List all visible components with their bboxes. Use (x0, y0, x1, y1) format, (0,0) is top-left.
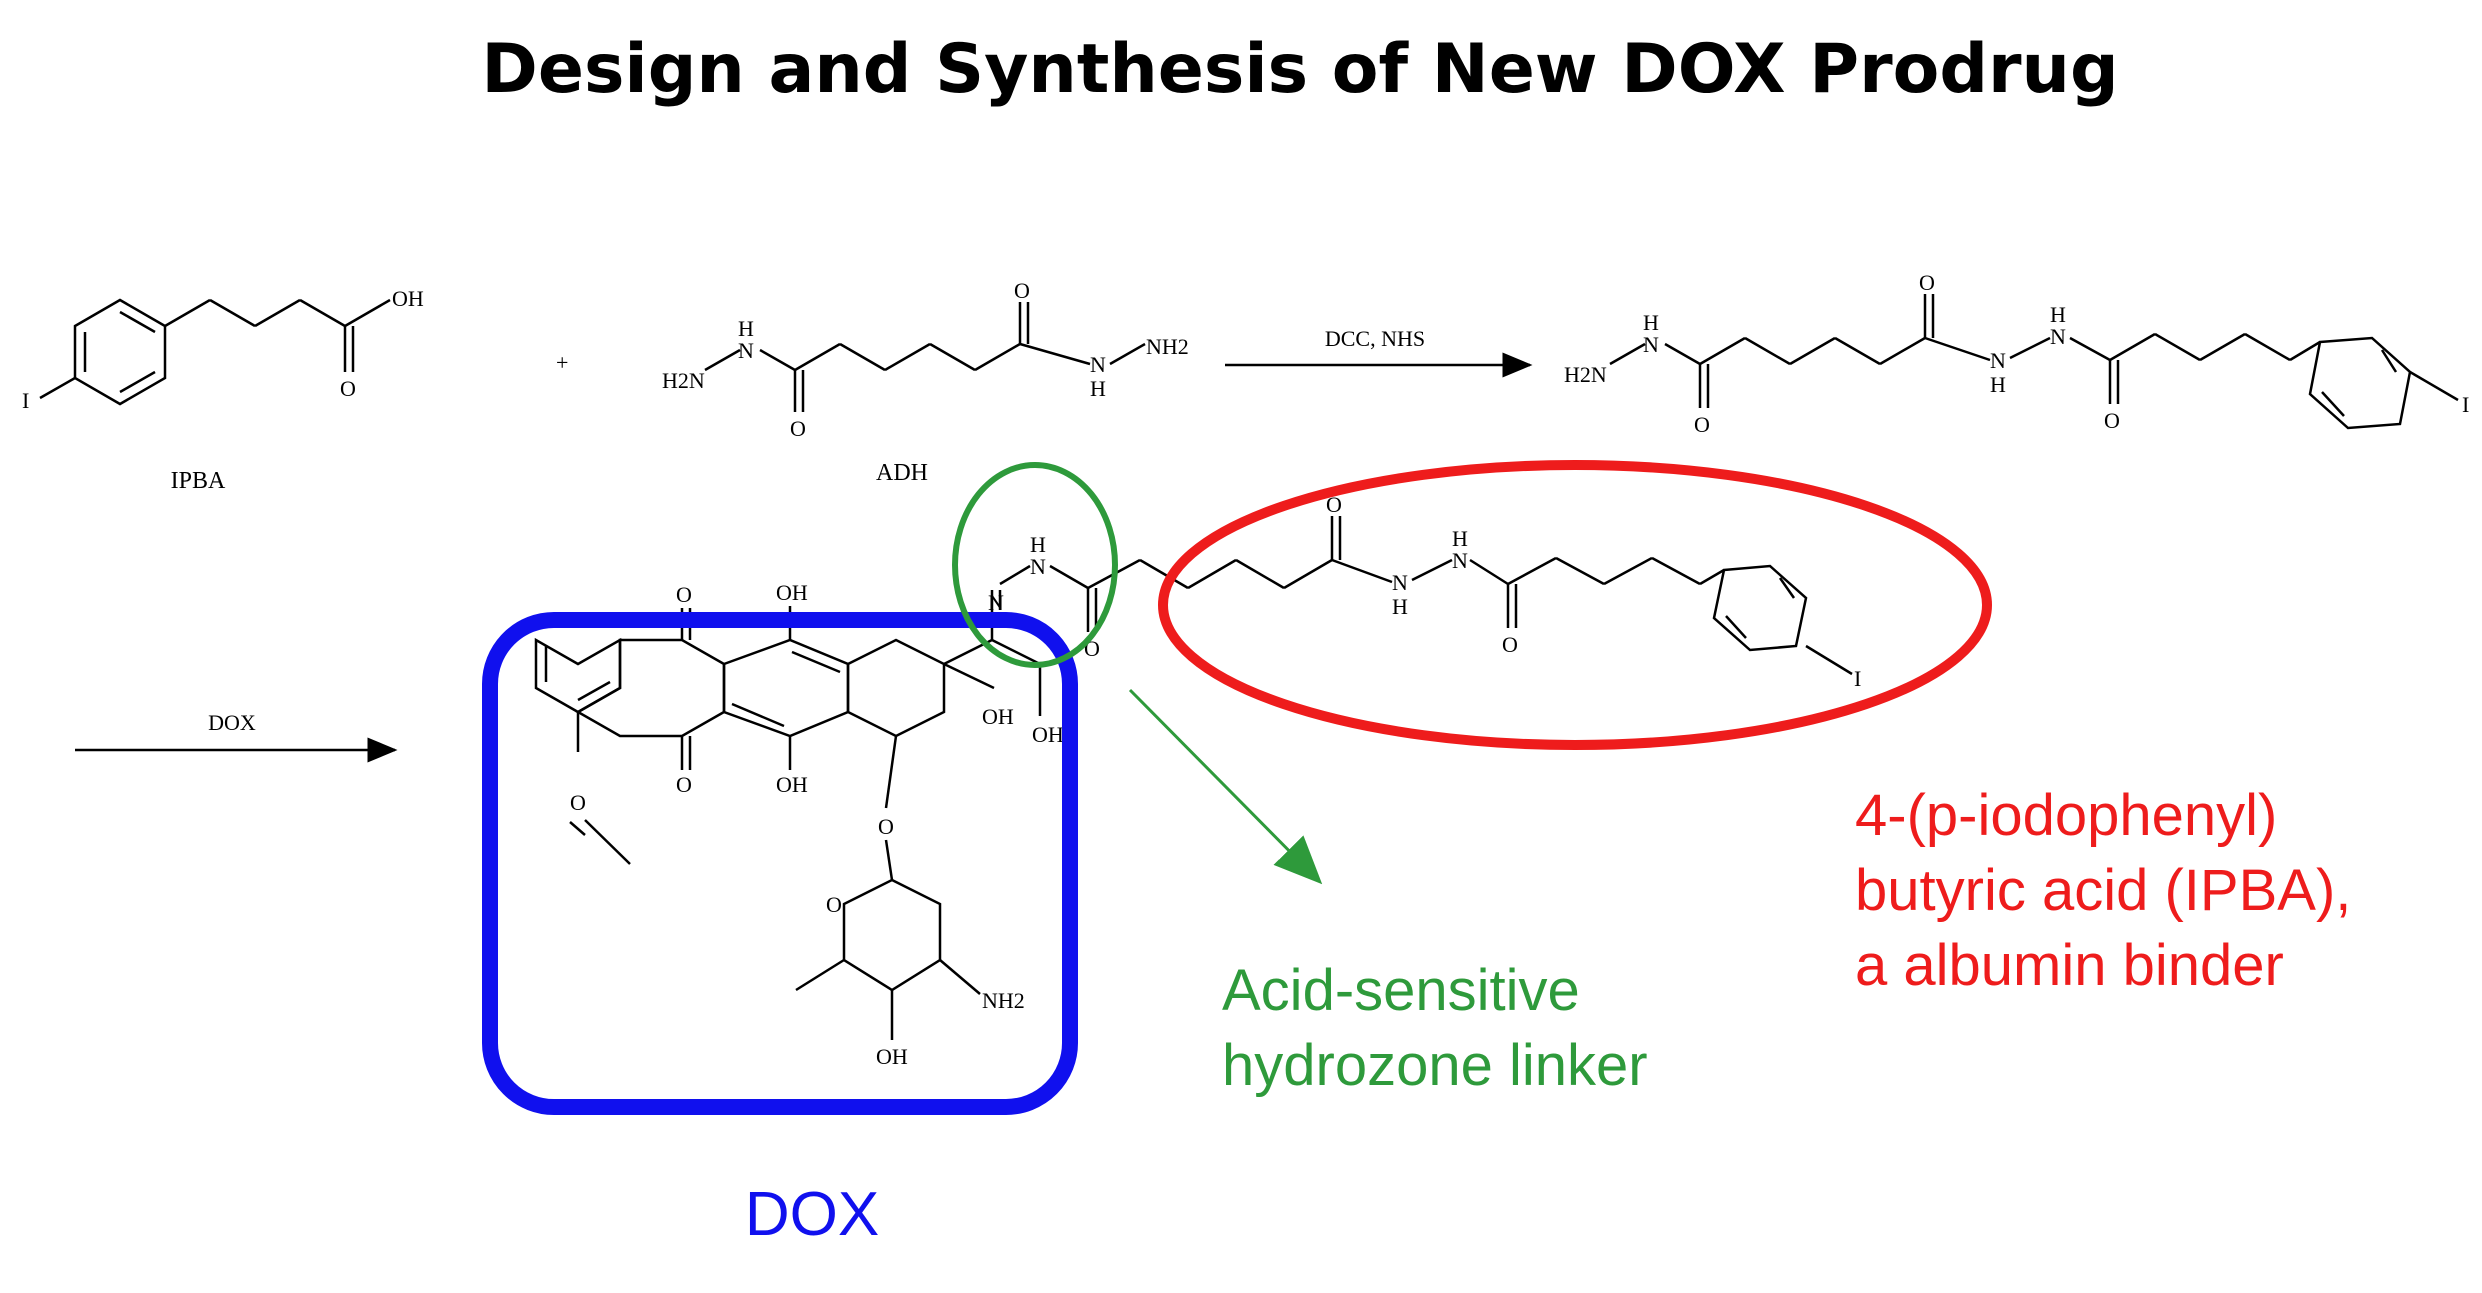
dox-nh2-label: NH2 (982, 988, 1025, 1013)
chain-h3-label: H (1392, 594, 1408, 619)
ipba-name-label: IPBA (171, 468, 226, 494)
chain-iodine-label: I (1854, 666, 1861, 691)
dox-oh-top-label: OH (776, 580, 808, 605)
link-n2-label: N (1030, 554, 1046, 579)
int-h2-label: H (1990, 372, 2006, 397)
adh-n2-label: N (1090, 352, 1106, 377)
link-n1-label: N (988, 590, 1004, 615)
int-iodine-label: I (2462, 392, 2469, 417)
binder-label-line1: 4-(p-iodophenyl) (1855, 783, 2277, 848)
adh-h2n-label: H2N (662, 368, 705, 393)
int-n1-label: N (1643, 332, 1659, 357)
dox-box-label: DOX (745, 1180, 879, 1249)
adh-structure (704, 302, 1146, 412)
adh-nh2-label: NH2 (1146, 334, 1189, 359)
int-h2n-label: H2N (1564, 362, 1607, 387)
binder-label-line3: a albumin binder (1855, 933, 2284, 998)
ipba-o-label: O (340, 376, 356, 401)
intermediate-structure (1609, 294, 2459, 430)
linker-label-line2: hydrozone linker (1222, 1033, 1648, 1098)
ipba-oh-label: OH (392, 286, 424, 311)
chain-o3-label: O (1502, 632, 1518, 657)
int-n2-label: N (1990, 348, 2006, 373)
chain-o2-label: O (1326, 492, 1342, 517)
dox-o-methoxy-label: O (570, 790, 586, 815)
adh-name-label: ADH (876, 460, 928, 486)
reagents-label-1: DCC, NHS (1325, 326, 1425, 351)
ipba-iodine-label: I (22, 388, 29, 413)
adh-o1-label: O (790, 416, 806, 441)
linker-label-line1: Acid-sensitive (1222, 958, 1580, 1023)
linker-highlight-ellipse (952, 462, 1118, 668)
dox-o-glycoside-label: O (878, 814, 894, 839)
int-o1-label: O (1694, 412, 1710, 437)
chain-n4-label: N (1452, 548, 1468, 573)
link-h2-label: H (1030, 532, 1046, 557)
adh-h2-label: H (1090, 376, 1106, 401)
reagents-label-2: DOX (208, 710, 256, 735)
dox-oh-side-label: OH (1032, 722, 1064, 747)
prodrug-linker-chain (990, 516, 1853, 676)
adh-n1-label: N (738, 338, 754, 363)
dox-structure (534, 606, 1042, 1040)
int-h1-label: H (1643, 310, 1659, 335)
int-o2-label: O (1919, 270, 1935, 295)
page-title: Design and Synthesis of New DOX Prodrug (481, 30, 2118, 109)
dox-o-top-label: O (676, 582, 692, 607)
dox-o-sugar-label: O (826, 892, 842, 917)
adh-h1-label: H (738, 316, 754, 341)
chain-n3-label: N (1392, 570, 1408, 595)
binder-label-line2: butyric acid (IPBA), (1855, 858, 2351, 923)
plus-sign: + (556, 350, 568, 375)
linker-pointer-arrow (1128, 688, 1323, 885)
int-h3-label: H (2050, 302, 2066, 327)
dox-oh-bottom-label: OH (776, 772, 808, 797)
int-o3-label: O (2104, 408, 2120, 433)
dox-highlight-box (482, 612, 1078, 1115)
ipba-structure (39, 298, 391, 406)
dox-o-bottom-label: O (676, 772, 692, 797)
adh-o2-label: O (1014, 278, 1030, 303)
dox-oh-sugar-label: OH (876, 1044, 908, 1069)
chain-h4-label: H (1452, 526, 1468, 551)
int-n3-label: N (2050, 324, 2066, 349)
dox-oh-ring-label: OH (982, 704, 1014, 729)
binder-highlight-ellipse (1158, 460, 1992, 750)
